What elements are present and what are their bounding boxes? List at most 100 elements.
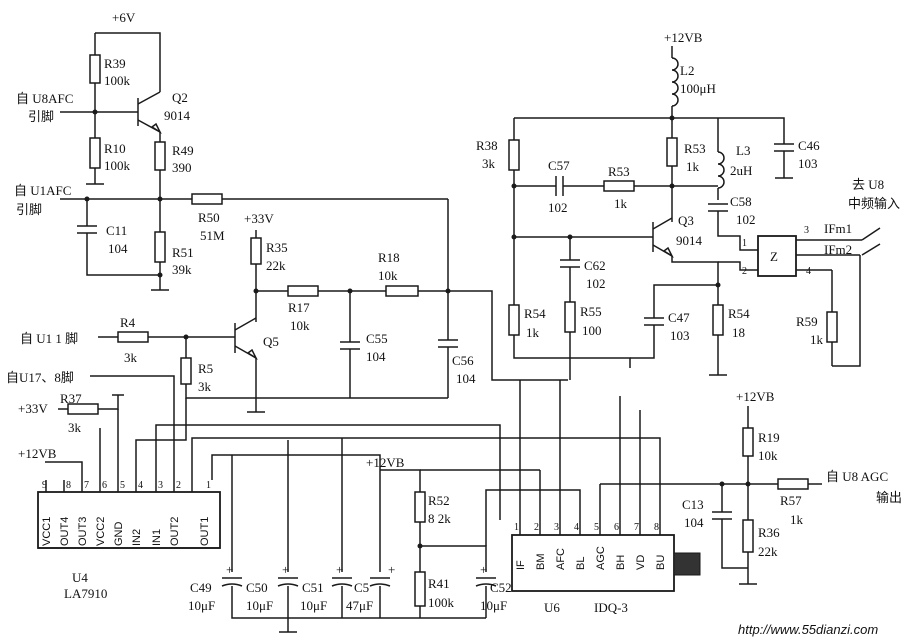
svg-text:IN1: IN1 <box>151 529 163 546</box>
capacitor-c52: + <box>475 562 497 587</box>
u6-pin-stubs <box>519 520 661 535</box>
r54-left-value: 1k <box>526 325 540 340</box>
svg-text:3: 3 <box>158 480 163 491</box>
capacitor-c50: + <box>277 562 299 587</box>
r49-value: 390 <box>172 160 192 175</box>
wire-c47-top <box>653 284 718 318</box>
c46-ref: C46 <box>798 138 820 153</box>
c46-value: 103 <box>798 156 818 171</box>
r10-ref: R10 <box>104 141 126 156</box>
supply-plus12vb-u4: +12VB <box>18 446 57 461</box>
svg-text:+: + <box>282 562 289 577</box>
u4-pin-numbers: 9 8 7 6 5 4 3 2 1 <box>42 480 211 491</box>
wire-c11-gnd <box>86 233 160 276</box>
input-u17: 自U17、8脚 <box>6 370 74 385</box>
l3-value: 2uH <box>730 163 752 178</box>
svg-text:3: 3 <box>554 522 559 533</box>
capacitor-c62 <box>560 259 580 268</box>
r5-ref: R5 <box>198 361 213 376</box>
r52-ref: R52 <box>428 493 450 508</box>
resistor-r52 <box>414 491 426 523</box>
c47-value: 103 <box>670 328 690 343</box>
u6-pin-numbers: 1 2 3 4 5 6 7 8 <box>514 522 659 533</box>
wire-divider-c52 <box>420 545 487 572</box>
input-u8afc-line2: 引脚 <box>28 109 54 124</box>
svg-text:2: 2 <box>534 522 539 533</box>
u4-part: LA7910 <box>64 586 107 601</box>
ic-u4 <box>37 491 221 549</box>
svg-text:BU: BU <box>655 555 667 570</box>
wire-6v-rail <box>95 32 161 92</box>
r54-right-ref: R54 <box>728 306 750 321</box>
svg-text:IN2: IN2 <box>131 529 143 546</box>
q2-type: 9014 <box>164 108 191 123</box>
wire-q5-ground-rail <box>185 384 448 399</box>
r57-ref: R57 <box>780 493 802 508</box>
r18-value: 10k <box>378 268 398 283</box>
svg-text:VCC1: VCC1 <box>41 517 53 546</box>
q5-ref: Q5 <box>263 334 279 349</box>
svg-text:AFC: AFC <box>555 548 567 570</box>
filter-out1: IFm1 <box>824 221 852 236</box>
r36-value: 22k <box>758 544 778 559</box>
u4-pin-stubs <box>45 480 193 492</box>
svg-text:5: 5 <box>120 480 125 491</box>
r18-ref: R18 <box>378 250 400 265</box>
resistor-r36 <box>742 519 754 553</box>
filter-z <box>757 235 797 277</box>
u4-section: 自U17、8脚 +33V R37 3k +12VB U4 LA7910 <box>6 370 661 601</box>
capacitor-c51: + <box>331 562 353 587</box>
junction <box>157 272 163 278</box>
c49-ref: C49 <box>190 580 212 595</box>
r52-value: 8 2k <box>428 511 451 526</box>
svg-text:6: 6 <box>614 522 619 533</box>
svg-text:+: + <box>336 562 343 577</box>
r19-value: 10k <box>758 448 778 463</box>
ic-u6 <box>511 534 675 592</box>
l3-ref: L3 <box>736 143 750 158</box>
svg-text:4: 4 <box>138 480 143 491</box>
wire-u4-pin3 <box>155 424 501 520</box>
r54-left-ref: R54 <box>524 306 546 321</box>
svg-text:BM: BM <box>535 554 547 571</box>
wire-u17-in1 <box>90 375 175 480</box>
watermark: http://www.55dianzi.com <box>738 622 878 637</box>
c62-value: 102 <box>586 276 606 291</box>
svg-text:8: 8 <box>66 480 71 491</box>
c5-ref: C5 <box>354 580 369 595</box>
r50-ref: R50 <box>198 210 220 225</box>
input-u11: 自 U1 1 脚 <box>20 331 78 346</box>
capacitor-c47 <box>644 317 664 326</box>
svg-text:8: 8 <box>654 522 659 533</box>
wire-ifm2-return <box>832 255 861 367</box>
c56-ref: C56 <box>452 353 474 368</box>
svg-text:+: + <box>226 562 233 577</box>
transistor-q3 <box>652 217 674 259</box>
r58-ref: R53 <box>684 141 706 156</box>
r51-ref: R51 <box>172 245 194 260</box>
r51-value: 39k <box>172 262 192 277</box>
wire-12vb-u4 <box>45 461 83 480</box>
r35-ref: R35 <box>266 240 288 255</box>
c55-value: 104 <box>366 349 386 364</box>
capacitor-c5: + <box>369 562 395 587</box>
c11-ref: C11 <box>106 223 127 238</box>
svg-text:OUT1: OUT1 <box>199 517 211 546</box>
r39-ref: R39 <box>104 56 126 71</box>
resistor-r51 <box>154 231 166 263</box>
svg-text:+: + <box>480 562 487 577</box>
resistor-r41 <box>414 571 426 607</box>
c56-value: 104 <box>456 371 476 386</box>
q2-ref: Q2 <box>172 90 188 105</box>
svg-text:6: 6 <box>102 480 107 491</box>
l2-value: 100μH <box>680 81 716 96</box>
q3-section: +12VB L2 100μH C46 103 R53 1k L3 2uH C58 <box>476 30 900 380</box>
c51-ref: C51 <box>302 580 324 595</box>
output-u8if-line1: 去 U8 <box>852 177 884 192</box>
c52-ref: C52 <box>490 580 512 595</box>
r54-right-value: 18 <box>732 325 745 340</box>
r55-value: 100 <box>582 323 602 338</box>
r38-ref: R38 <box>476 138 498 153</box>
wire-to-u6 <box>470 290 568 381</box>
r35-value: 22k <box>266 258 286 273</box>
